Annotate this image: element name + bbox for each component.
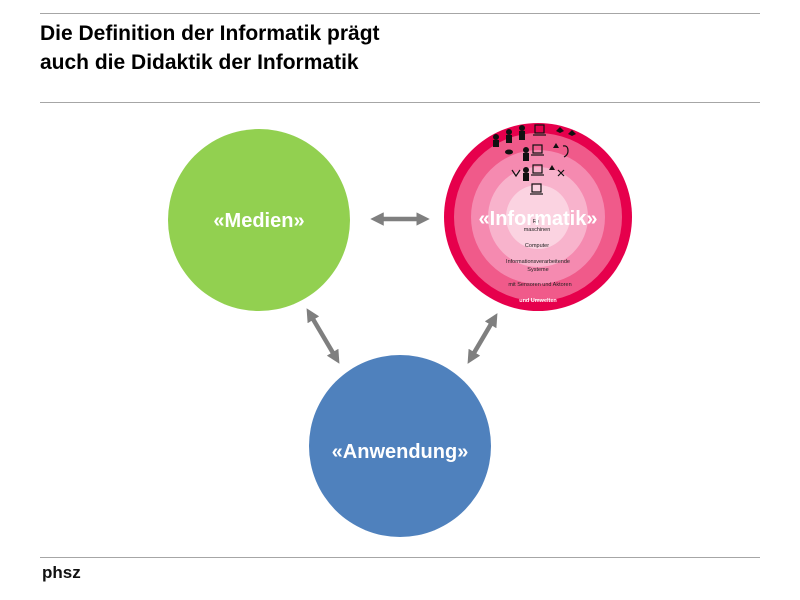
ring-label-systems-1: Informationsverarbeitende: [506, 259, 570, 265]
title-line-1: Die Definition der Informatik prägt: [40, 22, 380, 45]
arrow-medien-anwendung: [306, 308, 340, 364]
ring-label-systems-2: Systeme: [527, 267, 548, 273]
anwendung-circle: [309, 355, 491, 537]
informatik-ring-core: [506, 185, 570, 249]
arrow-informatik-anwendung: [467, 313, 498, 364]
anwendung-node: «Anwendung»: [309, 355, 491, 537]
ring-label-machines: maschinen: [524, 227, 551, 233]
informatik-label: «Informatik»: [479, 208, 598, 230]
sensor-icons: [505, 127, 576, 170]
medien-label: «Medien»: [213, 210, 304, 232]
informatik-node: Re maschinen Computer Informationsverarb…: [444, 123, 632, 311]
title-line-2: auch die Didaktik der Informatik: [40, 51, 359, 74]
title-rule: [40, 102, 760, 103]
computer-icons: [530, 124, 546, 195]
ring-label-computer: Computer: [525, 243, 549, 249]
footer-rule: [40, 557, 760, 558]
medien-node: «Medien»: [168, 129, 350, 311]
ring-label-partial: Re: [533, 219, 540, 225]
medien-circle: [168, 129, 350, 311]
phsz-logo: phsz: [42, 563, 81, 582]
anwendung-label: «Anwendung»: [332, 441, 469, 463]
ring-label-sensors: mit Sensoren und Aktoren: [508, 282, 571, 288]
ring-label-environments: und Umwelten: [519, 298, 557, 304]
page-title: Die Definition der Informatik prägt auch…: [40, 19, 380, 77]
people-icons: [493, 125, 529, 181]
ear-and-misc-icons: [511, 145, 569, 178]
top-rule: [40, 13, 760, 14]
